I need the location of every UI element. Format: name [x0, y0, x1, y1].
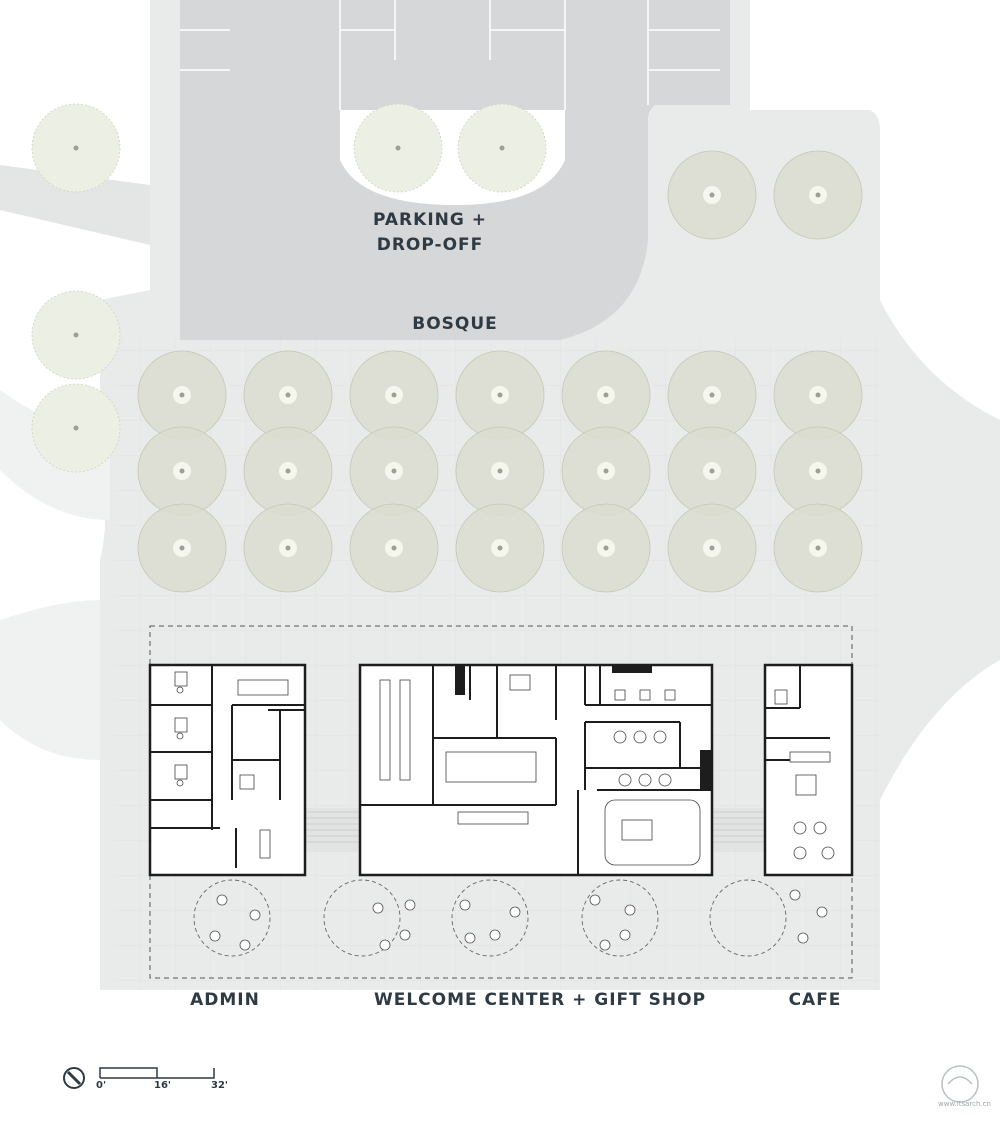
- scale-tick-32: 32': [211, 1080, 228, 1091]
- tree-trunk: [497, 392, 503, 398]
- tree-trunk: [497, 545, 503, 551]
- cafe-building: [763, 663, 854, 877]
- tree-trunk: [815, 545, 821, 551]
- tree-trunk: [709, 392, 715, 398]
- north-arrow: [63, 1067, 85, 1089]
- tree-trunk: [815, 392, 821, 398]
- tree-trunk: [603, 545, 609, 551]
- cafe-label: CAFE: [788, 990, 842, 1010]
- tree-trunk: [603, 468, 609, 474]
- watermark-text: www.itsarch.cn: [938, 1100, 991, 1108]
- tree-trunk: [603, 392, 609, 398]
- tree-trunk: [391, 392, 397, 398]
- welcome-center-label: WELCOME CENTER + GIFT SHOP: [373, 990, 707, 1010]
- parking-label-line2: DROP-OFF: [376, 235, 484, 255]
- bosque-tree-grid: [137, 150, 863, 593]
- tree-trunk: [179, 468, 185, 474]
- outdoor-seating-areas: [193, 879, 787, 957]
- outdoor-tables: [209, 889, 828, 951]
- tree-trunk: [709, 192, 715, 198]
- tree-trunk: [179, 545, 185, 551]
- tree-trunk: [285, 468, 291, 474]
- scale-bar: [99, 1067, 215, 1079]
- welcome-center-building: [358, 663, 714, 877]
- tree-trunk: [709, 468, 715, 474]
- watermark-logo-icon: [941, 1065, 979, 1103]
- parking-label-line1: PARKING +: [373, 210, 487, 230]
- bosque-label: BOSQUE: [412, 314, 498, 334]
- admin-building: [148, 663, 307, 877]
- tree-trunk: [815, 468, 821, 474]
- tree-trunk: [285, 545, 291, 551]
- admin-label: ADMIN: [190, 990, 260, 1010]
- tree-trunk: [391, 545, 397, 551]
- tree-trunk: [709, 545, 715, 551]
- tree-trunk: [815, 192, 821, 198]
- tree-trunk: [391, 468, 397, 474]
- parking-dropoff-label: PARKING + DROP-OFF: [330, 208, 530, 258]
- scale-tick-16: 16': [154, 1080, 171, 1091]
- tree-trunk: [179, 392, 185, 398]
- tree-trunk: [497, 468, 503, 474]
- tree-trunk: [285, 392, 291, 398]
- scale-tick-0: 0': [96, 1080, 107, 1091]
